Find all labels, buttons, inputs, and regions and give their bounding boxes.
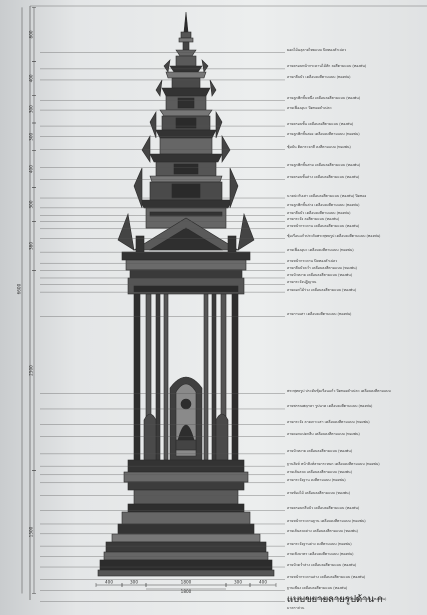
annotation-note: ลายกระจัง ลายเกาะเสา เคลือบลงสีตามแบบ (ท… <box>287 419 370 424</box>
annotation-note: ลายหน้ากระดาน ปิดทองคำเปลว <box>287 258 338 263</box>
horizontal-dimension-label: 400 <box>259 580 267 585</box>
total-height-dimension: 6600 <box>17 7 23 594</box>
sheet-title: แบบขยายลายรูปด้าน ก <box>287 594 383 605</box>
annotation-note: ลายหน้ากระดานล่าง เคลือบลงสีตามแบบ (ทองพ… <box>287 574 366 579</box>
vertical-dimension: 2500 <box>29 270 36 471</box>
tower-elevation <box>97 11 275 577</box>
pedestal-base <box>97 459 275 577</box>
main-gable <box>117 212 255 253</box>
roof-tier-4 <box>141 134 231 183</box>
annotation-note: ลายบัวหงาย เคลือบลงสีตามแบบ (ทองพ่น) <box>287 449 353 454</box>
buddha-niche <box>169 376 203 461</box>
horizontal-dimension-label: 300 <box>234 580 242 585</box>
annotation-note: ลายบัวหงาย เคลือบลงสีตามแบบ (ทองพ่น) <box>287 273 353 278</box>
finial-spire <box>175 11 197 57</box>
vertical-dimension-label: 300 <box>29 200 34 208</box>
horizontal-dimension: 400 <box>95 580 123 587</box>
vertical-dimension-label: 380 <box>29 242 34 250</box>
annotation-note: ฐานเขียง เคลือบลงสีตามแบบ (ทองพ่น) <box>287 585 348 590</box>
roof-tier-3 <box>149 110 223 155</box>
columns <box>133 293 239 461</box>
annotation-note: ลายกระจังฐานล่าง ลงสีตามแบบ (ทองพ่น) <box>287 541 352 546</box>
vertical-dimension-label: 300 <box>29 133 34 141</box>
vertical-dimension-label: 1500 <box>29 526 34 537</box>
horizontal-dimension: 400 <box>249 580 277 587</box>
vertical-dimension-label: 400 <box>29 165 34 173</box>
annotation-note: ฐานสิงห์ หน้าสิงห์ลายกระหนก เคลือบลงสีตา… <box>287 461 380 466</box>
annotation-note: ลายลูกฟักชั้นสอง เคลือบลงสีตามแบบ (ทองพ่… <box>287 132 360 137</box>
annotation-note: ลายกระจังปฏิญาณ <box>287 280 317 285</box>
roof-tier-1 <box>163 55 209 89</box>
vertical-dimension: 300 <box>29 122 36 151</box>
annotation-note: ฐานล่างสุด ลวดบัว ปิดทองคำเปลว เคลือบลงส… <box>287 596 387 601</box>
annotation-note: ลายครอบชั้นล่าง เคลือบลงสีตามแบบ (ทองพ่น… <box>287 175 360 180</box>
annotation-note: ซุ้มเรือนแก้วประดับพระพุทธรูป เคลือบลงสี… <box>287 234 381 239</box>
vertical-dimension-label: 300 <box>29 105 34 113</box>
annotation-note: นาคปะกับเสา เคลือบลงสีตามแบบ (ทองพ่น) ปิ… <box>287 193 367 198</box>
annotation-note: ลายหน้ากระดานฐาน เคลือบลงสีตามแบบ (ทองพ่… <box>287 519 366 524</box>
vertical-dimension: 400 <box>29 61 36 96</box>
sheet-subtitle: มาตราส่วน <box>287 606 305 610</box>
vertical-dimension-label: 800 <box>29 30 34 38</box>
annotation-note: ลายกลีบบัวคว่ำ เคลือบลงสีตามแบบ (ทองพ่น) <box>287 266 357 271</box>
guardian-figures <box>143 413 229 461</box>
annotation-note: ลายครอบกลีบบัว เคลือบลงสีตามแบบ (ทองพ่น) <box>287 505 360 510</box>
annotation-note: ลายกาบเสา เคลือบลงสีตามแบบ (ทองพ่น) <box>287 312 352 317</box>
annotation-note: ลายกลีบบัว เคลือบลงสีตามแบบ (ทองพ่น) <box>287 210 351 215</box>
vertical-dimension: 300 <box>29 95 36 124</box>
annotation-note: ลายหน้ากระดาน เคลือบลงสีตามแบบ (ทองพ่น) <box>287 224 360 229</box>
annotation-note: ลายกลีบบัว เคลือบลงสีตามแบบ (ทองพ่น) <box>287 75 351 80</box>
annotation-leaders <box>40 52 285 602</box>
horizontal-dimension-label: 400 <box>105 580 113 585</box>
annotation-note: ลายเชิงบาตร เคลือบลงสีตามแบบ (ทองพ่น) <box>287 552 354 557</box>
annotation-note: ลายกระจัง ลงสีตามแบบ (ทองพ่น) <box>287 216 340 221</box>
horizontal-dimension: 300 <box>225 580 251 587</box>
vertical-dimension: 1500 <box>29 470 36 594</box>
annotation-note: ลายเฟื่องอุบะ ปิดทองคำเปลว <box>287 105 332 110</box>
annotation-note: ลายดอกไม้ร่วง เคลือบลงสีตามแบบ (ทองพ่น) <box>287 287 357 292</box>
total-height-label: 6600 <box>17 283 22 294</box>
annotation-note: ลายเฟื่องอุบะ เคลือบลงสีตามแบบ (ทองพ่น) <box>287 247 354 252</box>
annotation-note: ลายดอกแปดกลีบ เคลือบลงสีตามแบบ (ทองพ่น) <box>287 432 360 437</box>
vertical-dimension: 800 <box>29 7 36 62</box>
vertical-dimension-label: 400 <box>29 74 34 82</box>
vertical-dimension: 380 <box>29 221 36 271</box>
annotation-note: ลายลูกฟักชั้นหนึ่ง เคลือบลงสีตามแบบ (ทอง… <box>287 95 361 100</box>
annotation-note: ลายพรรณพฤกษา รูปนาค เคลือบลงสีตามแบบ (ทอ… <box>287 404 373 409</box>
annotation-note: ลายลูกฟักชั้นสาม เคลือบลงสีตามแบบ (ทองพ่… <box>287 162 361 167</box>
horizontal-dimension-chain: 400 300 1800 300 400 1800 <box>95 580 277 594</box>
vertical-dimension: 300 <box>29 187 36 222</box>
horizontal-dimension: 1800 <box>145 580 227 587</box>
annotation-note: พระพุทธรูป ประดับซุ้มเรือนแก้ว ปิดทองคำเ… <box>287 389 391 394</box>
base-width-label: 1800 <box>181 589 192 594</box>
annotation-note: ลายครอบชั้น เคลือบลงสีตามแบบ (ทองพ่น) <box>287 121 354 126</box>
roof-tier-5 <box>133 167 239 229</box>
annotation-note: ยอดไม้ฉลุลายไทยแบบ ปิดทองคำเปลว <box>287 47 347 52</box>
vertical-dimension-chain: 800 400 300 300 400 300 380 2500 1500 6600 <box>17 7 36 594</box>
vertical-dimension: 400 <box>29 150 36 188</box>
horizontal-dimension-label: 1800 <box>181 580 192 585</box>
annotation-note: ซุ้มบัน ติดกระจกสี ลงสีตามแบบ (ทองพ่น) <box>287 144 351 149</box>
annotation-note: ลายลูกฟักชั้นล่าง เคลือบลงสีตามแบบ (ทองพ… <box>287 203 360 208</box>
horizontal-dimension-label: 300 <box>130 580 138 585</box>
horizontal-dimension: 300 <box>121 580 147 587</box>
annotation-note: ลายเส้นลวด เคลือบลงสีตามแบบ (ทองพ่น) <box>287 470 352 475</box>
annotation-note: ลายเส้นลวดล่าง เคลือบลงสีตามแบบ (ทองพ่น) <box>287 529 358 534</box>
annotation-note: ลายกระจังฐาน ลงสีตามแบบ (ทองพ่น) <box>287 478 346 483</box>
vertical-dimension-label: 2500 <box>29 365 34 376</box>
annotation-note: ลายท้องไม้ เคลือบลงสีตามแบบ (ทองพ่น) <box>287 491 351 496</box>
annotation-note: ลายครอบหน้ากระดานไม้สัก ลงสีตามแบบ (ทองพ… <box>287 64 367 69</box>
main-cornice <box>121 251 251 295</box>
annotation-note: ลายบัวคว่ำล่าง เคลือบลงสีตามแบบ (ทองพ่น) <box>287 562 357 567</box>
